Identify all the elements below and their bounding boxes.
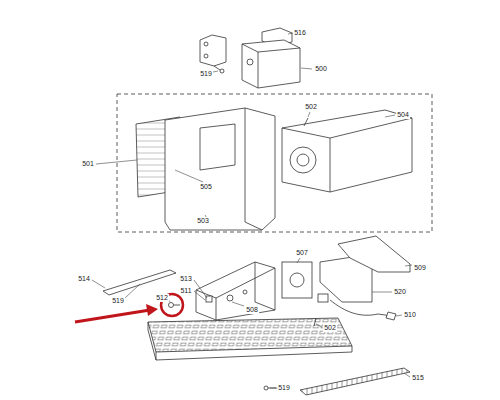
group-outline bbox=[117, 94, 432, 232]
callout-number: 508 bbox=[245, 306, 259, 314]
motor bbox=[282, 262, 312, 298]
callout-number: 502 bbox=[323, 324, 337, 332]
bucket-housing bbox=[165, 108, 275, 230]
callout-number: 505 bbox=[199, 183, 213, 191]
base-plate bbox=[148, 318, 352, 352]
callout-number: 519 bbox=[199, 70, 213, 78]
callout-number: 519 bbox=[111, 297, 125, 305]
callout-number: 503 bbox=[196, 217, 210, 225]
callout-number: 510 bbox=[403, 311, 417, 319]
callout-number: 500 bbox=[314, 65, 328, 73]
callout-number: 511 bbox=[179, 287, 192, 295]
cover-plate bbox=[338, 236, 410, 272]
callout-number: 512 bbox=[155, 294, 169, 302]
wire-harness bbox=[330, 300, 392, 316]
callout-number: 504 bbox=[396, 111, 410, 119]
screw bbox=[304, 118, 308, 126]
callout-number: 507 bbox=[295, 249, 309, 257]
callout-number: 519 bbox=[277, 384, 291, 392]
callout-number: 501 bbox=[81, 160, 95, 168]
screw bbox=[214, 66, 220, 70]
mounting-bracket bbox=[200, 35, 226, 66]
callout-number: 509 bbox=[413, 264, 427, 272]
highlight-arrow bbox=[75, 294, 183, 322]
callout-number: 516 bbox=[293, 29, 307, 37]
screw bbox=[314, 318, 316, 326]
grille bbox=[300, 368, 410, 395]
callout-number: 520 bbox=[393, 288, 407, 296]
ice-bin bbox=[282, 110, 412, 192]
callout-number: 515 bbox=[411, 374, 425, 382]
rail bbox=[103, 270, 176, 295]
callout-number: 514 bbox=[77, 275, 91, 283]
ice-maker bbox=[242, 40, 300, 88]
callout-number: 513 bbox=[179, 275, 193, 283]
leader-lines bbox=[92, 33, 412, 388]
callout-number: 502 bbox=[304, 103, 318, 111]
back-panel bbox=[196, 262, 275, 320]
auger-motor bbox=[290, 147, 316, 173]
